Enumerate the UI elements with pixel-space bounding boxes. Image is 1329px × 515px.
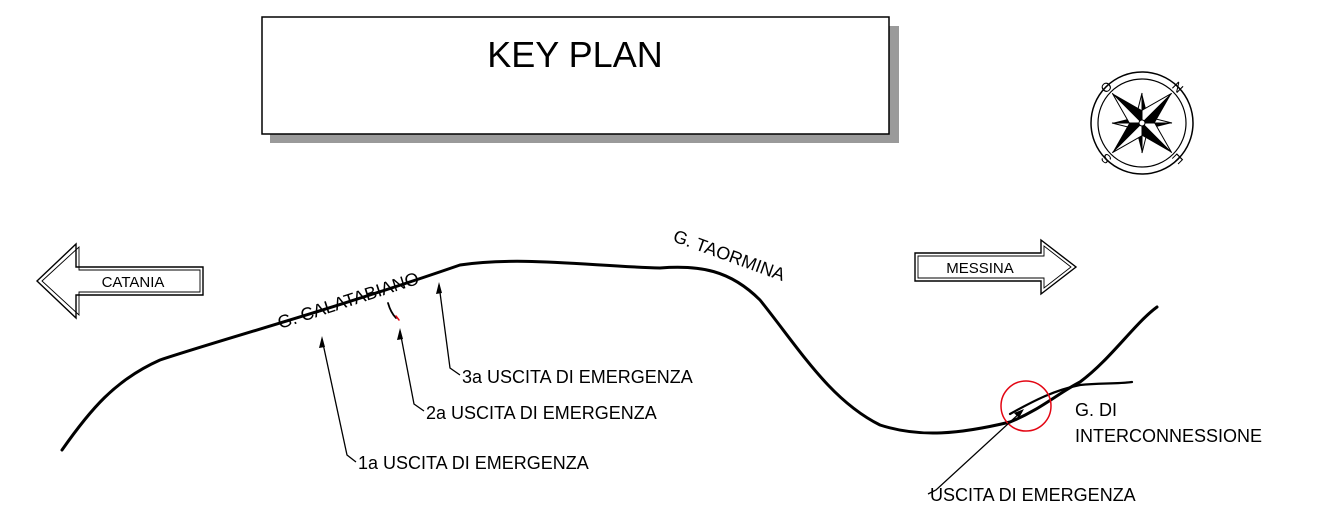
gallery-interconnessione-label-line1: G. DI [1075,400,1117,420]
arrow-right-icon [914,238,1078,296]
exit1-leader [321,338,357,463]
exit-leaders [321,284,1023,495]
gallery-calatabiano-label: G. CALATABIANO [275,268,421,333]
exit4-arrowhead [1014,409,1024,418]
exit3-leader [438,284,461,376]
catania-arrow: CATANIA [35,242,204,320]
title-box: KEY PLAN [261,16,899,143]
messina-label: MESSINA [946,260,1014,277]
exit2-label: 2a USCITA DI EMERGENZA [426,403,657,423]
exit1-arrowhead [319,336,325,348]
railway-line [60,259,1159,452]
messina-arrow: MESSINA [914,238,1078,296]
gallery-interconnessione-label-line2: INTERCONNESSIONE [1075,426,1262,446]
exit3-arrowhead [436,282,442,294]
title-box-frame [261,16,890,135]
exit1-label: 1a USCITA DI EMERGENZA [358,453,589,473]
arrow-left-icon [35,242,204,320]
exit2-leader [399,330,425,412]
interconnection-highlight-circle [1000,380,1052,432]
interconnection-branch [1008,380,1134,416]
branch-detail [395,315,400,321]
compass-rose-icon: N E S O [1090,71,1194,175]
page-title: KEY PLAN [487,34,662,75]
exit3-label: 3a USCITA DI EMERGENZA [462,367,693,387]
exit2-arrowhead [397,328,403,340]
exit4-leader [927,410,1023,495]
catania-label: CATANIA [102,274,165,291]
exit4-label: USCITA DI EMERGENZA [930,485,1136,505]
calatabiano-exit-branch [387,302,397,319]
main-alignment [60,259,1159,452]
exit-leader-arrowheads [319,282,1024,418]
